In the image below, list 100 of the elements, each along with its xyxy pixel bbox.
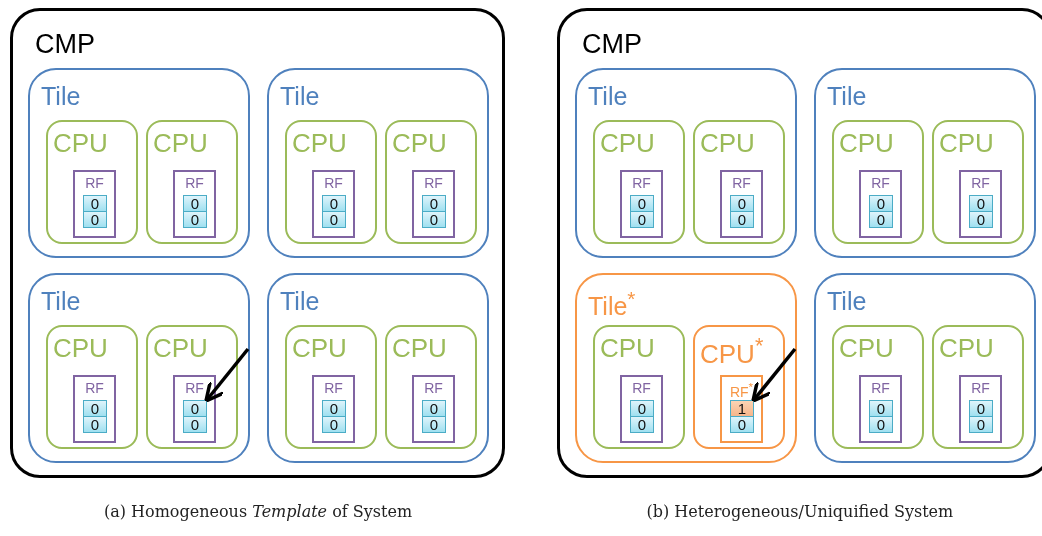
register-cell: 0 [83, 211, 107, 228]
cpu-label: CPU [53, 335, 108, 361]
register-file-box [720, 170, 763, 238]
register-file-box [859, 375, 902, 443]
register-file-box [959, 170, 1002, 238]
cpu-box [285, 120, 377, 244]
register-cell: 0 [969, 416, 993, 433]
register-file-box [73, 375, 116, 443]
chip-label: CMP [582, 31, 642, 58]
tile-label: Tile [41, 289, 81, 314]
register-file-box [312, 375, 355, 443]
register-file-label: RF [323, 176, 344, 190]
cpu-box [146, 120, 238, 244]
register-file-box [312, 170, 355, 238]
cpu-label: CPU [939, 130, 994, 156]
cpu-box [693, 325, 785, 449]
register-cell: 0 [83, 416, 107, 433]
register-file-label: RF [323, 381, 344, 395]
tile-box [267, 68, 489, 258]
tile-box [267, 273, 489, 463]
register-file-box [620, 170, 663, 238]
register-cell: 0 [730, 416, 754, 433]
tile-box [814, 273, 1036, 463]
cpu-box [932, 120, 1024, 244]
arrow [204, 347, 250, 403]
register-file-label: RF [970, 176, 991, 190]
cpu-box [385, 325, 477, 449]
cpu-box [932, 325, 1024, 449]
cpu-box [832, 120, 924, 244]
tile-label: Tile [280, 289, 320, 314]
register-file-label: RF$^{*}$ [728, 381, 755, 399]
chip-box [557, 8, 1042, 478]
cpu-label: CPU [600, 335, 655, 361]
register-file-box [173, 170, 216, 238]
tile-label: Tile$^{*}$ [588, 289, 636, 320]
register-file-label: RF [731, 176, 752, 190]
register-cell: 0 [422, 416, 446, 433]
register-file-box [959, 375, 1002, 443]
register-file-label: RF [184, 176, 205, 190]
figure-caption: (b) Heterogeneous/Uniquified System [646, 502, 954, 521]
register-file-box [173, 375, 216, 443]
cpu-label: CPU [600, 130, 655, 156]
register-file-box [620, 375, 663, 443]
cpu-label: CPU [839, 130, 894, 156]
tile-box [814, 68, 1036, 258]
cpu-box [385, 120, 477, 244]
register-file-label: RF [84, 176, 105, 190]
register-cell: 0 [630, 211, 654, 228]
register-cell: 0 [422, 211, 446, 228]
cpu-label: CPU [292, 335, 347, 361]
cpu-label: CPU [53, 130, 108, 156]
register-cell: 0 [869, 416, 893, 433]
cpu-label: CPU [700, 130, 755, 156]
tile-box [28, 273, 250, 463]
cpu-box [285, 325, 377, 449]
register-file-box [720, 375, 763, 443]
cpu-box [46, 325, 138, 449]
cpu-label: CPU$^{*}$ [700, 335, 764, 367]
chip-label: CMP [35, 31, 95, 58]
register-file-label: RF [423, 381, 444, 395]
register-file-label: RF [423, 176, 444, 190]
register-cell: 0 [183, 416, 207, 433]
register-cell: 0 [730, 211, 754, 228]
tile-box [575, 273, 797, 463]
cpu-box [146, 325, 238, 449]
cpu-label: CPU [292, 130, 347, 156]
cpu-label: CPU [392, 130, 447, 156]
register-file-box [859, 170, 902, 238]
cpu-box [832, 325, 924, 449]
register-file-label: RF [870, 381, 891, 395]
register-cell: 0 [630, 416, 654, 433]
register-file-label: RF [631, 381, 652, 395]
tile-box [28, 68, 250, 258]
tile-label: Tile [280, 84, 320, 109]
chip-box [10, 8, 505, 478]
arrow [751, 347, 797, 403]
register-cell: 0 [869, 211, 893, 228]
figure-caption: (a) Homogeneous Template of System [104, 502, 413, 521]
tile-label: Tile [588, 84, 628, 109]
register-cell: 0 [183, 211, 207, 228]
tile-label: Tile [41, 84, 81, 109]
register-file-label: RF [970, 381, 991, 395]
register-file-box [412, 170, 455, 238]
cpu-label: CPU [392, 335, 447, 361]
tile-label: Tile [827, 84, 867, 109]
cpu-label: CPU [153, 130, 208, 156]
tile-box [575, 68, 797, 258]
cpu-box [693, 120, 785, 244]
register-file-label: RF [84, 381, 105, 395]
register-cell: 0 [322, 416, 346, 433]
cpu-box [46, 120, 138, 244]
cpu-label: CPU [153, 335, 208, 361]
cpu-box [593, 120, 685, 244]
tile-label: Tile [827, 289, 867, 314]
register-cell: 0 [322, 211, 346, 228]
register-file-box [73, 170, 116, 238]
register-file-label: RF [184, 381, 205, 395]
register-file-label: RF [631, 176, 652, 190]
cpu-label: CPU [939, 335, 994, 361]
cpu-label: CPU [839, 335, 894, 361]
